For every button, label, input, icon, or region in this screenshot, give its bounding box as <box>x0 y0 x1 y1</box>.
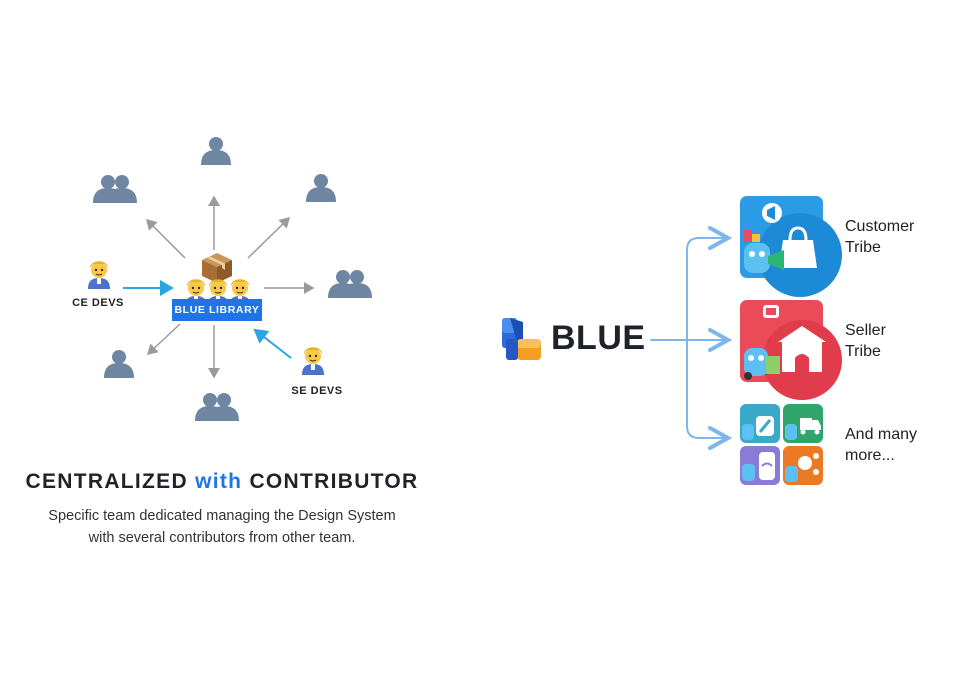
contributor-arrows <box>123 280 292 359</box>
arrow-to-customer <box>686 238 728 341</box>
outgoing-arrows <box>145 195 315 379</box>
users-icon <box>328 270 372 298</box>
tribe-label-seller: Seller Tribe <box>845 320 886 362</box>
store-icon <box>778 326 826 342</box>
arrow-down-left <box>146 323 181 356</box>
tribe-label-line: Customer <box>845 218 915 235</box>
tribe-label-more: And many more... <box>845 424 917 466</box>
tribe-label-line: Tribe <box>845 343 881 360</box>
se-devs-label: SE DEVS <box>291 385 343 397</box>
blue-brand-name: BLUE <box>551 319 646 357</box>
ce-devs-label: CE DEVS <box>72 297 124 309</box>
diagram-description: Specific team dedicated managing the Des… <box>2 505 442 549</box>
users-icon <box>93 175 137 203</box>
heading-part-contributor: CONTRIBUTOR <box>249 470 419 493</box>
arrow-to-more <box>686 339 728 438</box>
tribe-label-line: And many <box>845 426 918 443</box>
se-developer-icon <box>301 346 325 376</box>
description-line-2: with several contributors from other tea… <box>88 530 356 546</box>
arrow-from-se-devs <box>253 328 292 359</box>
user-icon <box>306 174 336 202</box>
heading-part-with: with <box>195 470 243 493</box>
tribe-label-customer: Customer Tribe <box>845 216 914 258</box>
blue-library-label: BLUE LIBRARY <box>172 299 262 321</box>
user-icon <box>201 137 231 165</box>
brand-branch-arrows <box>650 238 728 438</box>
user-icons <box>93 137 372 421</box>
description-line-1: Specific team dedicated managing the Des… <box>48 508 396 524</box>
arrow-up-right <box>247 216 291 259</box>
tribe-label-line: Tribe <box>845 239 881 256</box>
tribe-label-line: Seller <box>845 322 886 339</box>
shopping-bag-icon <box>779 240 817 268</box>
heading-part-centralized: CENTRALIZED <box>25 470 188 493</box>
arrow-up-left <box>145 218 186 259</box>
users-icon <box>195 393 239 421</box>
more-tribes-tiles <box>740 404 823 485</box>
user-icon <box>104 350 134 378</box>
blue-logo-icon <box>502 318 541 360</box>
package-icon <box>202 253 232 283</box>
ce-developer-icon <box>87 260 111 290</box>
customer-tribe-tile <box>740 196 842 297</box>
diagram-heading: CENTRALIZED with CONTRIBUTOR <box>2 470 442 494</box>
tribe-label-line: more... <box>845 447 895 464</box>
seller-tribe-tile <box>740 300 842 400</box>
